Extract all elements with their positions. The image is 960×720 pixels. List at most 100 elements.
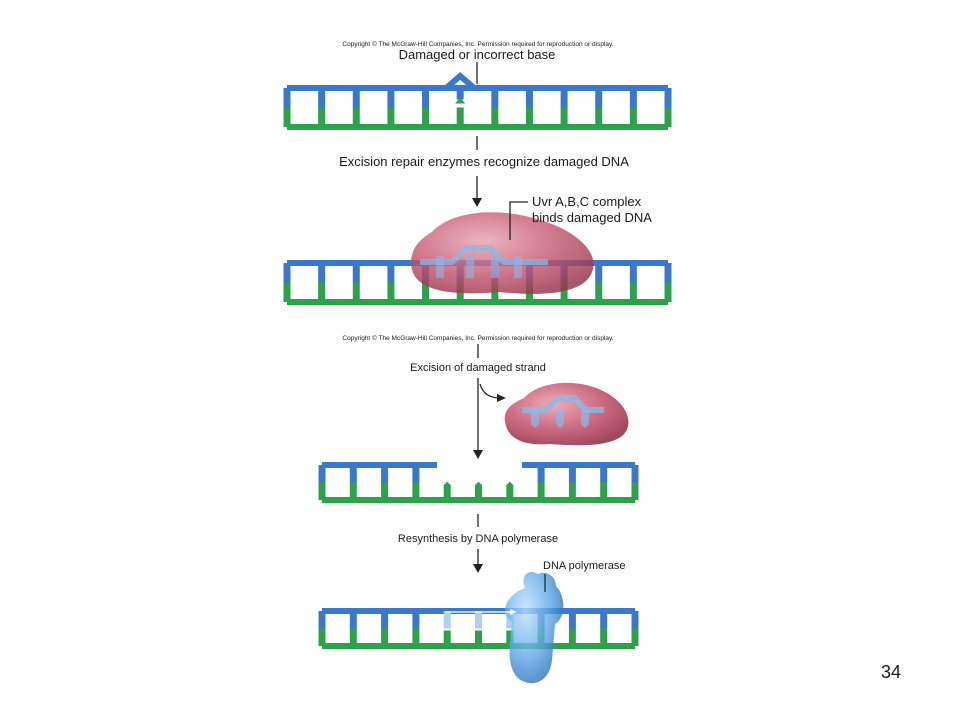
top-base — [318, 611, 326, 629]
dna-damaged — [283, 72, 672, 130]
bottom-base — [412, 482, 420, 500]
bottom-base — [318, 628, 326, 646]
arrow-head-3 — [473, 564, 483, 573]
bottom-base — [352, 107, 360, 127]
bottom-base — [595, 107, 603, 127]
bottom-base — [491, 107, 499, 127]
step-recognize-label: Excision repair enzymes recognize damage… — [339, 154, 629, 169]
bottom-base — [629, 107, 637, 127]
top-base — [381, 611, 389, 629]
arrow-head-2 — [473, 450, 483, 459]
excised-fragment — [522, 395, 604, 428]
dna-gapped — [318, 461, 639, 503]
top-base — [387, 88, 395, 108]
bottom-base — [456, 107, 464, 127]
top-base — [525, 88, 533, 108]
uvr-abc-complex — [411, 212, 594, 294]
top-base — [595, 263, 603, 283]
bottom-base — [318, 482, 326, 500]
top-base — [631, 465, 639, 483]
top-base — [283, 263, 291, 283]
exposed-base-notch — [443, 481, 451, 486]
lifted-base — [491, 256, 499, 278]
uvr-label-line2: binds damaged DNA — [532, 210, 652, 225]
top-base — [352, 88, 360, 108]
bottom-base — [318, 107, 326, 127]
uvr-label-line1: Uvr A,B,C complex — [532, 194, 642, 209]
bottom-base — [349, 482, 357, 500]
bottom-base — [631, 628, 639, 646]
bottom-base — [600, 628, 608, 646]
top-base — [629, 263, 637, 283]
top-base — [491, 88, 499, 108]
top-base — [412, 611, 420, 629]
top-base — [387, 263, 395, 283]
bottom-base — [349, 628, 357, 646]
top-base — [318, 465, 326, 483]
copyright-notice-bottom: Copyright © The McGraw-Hill Companies, I… — [342, 334, 613, 342]
bottom-base — [283, 107, 291, 127]
bottom-base — [381, 482, 389, 500]
uvr-pointer-line — [509, 201, 528, 240]
bottom-base — [443, 484, 451, 500]
bottom-base — [595, 282, 603, 302]
bottom-base — [318, 282, 326, 302]
damaged-segment-in-complex — [420, 245, 548, 278]
top-base — [283, 88, 291, 108]
top-base — [456, 88, 464, 100]
bottom-base — [412, 628, 420, 646]
bottom-base — [475, 484, 482, 500]
released-uvr-complex — [504, 382, 629, 446]
top-base — [475, 611, 482, 629]
bottom-base — [443, 630, 451, 646]
bottom-base — [283, 282, 291, 302]
lifted-base — [514, 256, 522, 278]
bottom-base — [664, 282, 672, 302]
bottom-backbone — [287, 299, 668, 305]
top-base — [349, 465, 357, 483]
bottom-base — [387, 282, 395, 302]
top-base — [381, 465, 389, 483]
top-base — [595, 88, 603, 108]
dna-polymerase — [505, 571, 564, 684]
page-number: 34 — [881, 662, 901, 682]
bottom-base — [560, 107, 568, 127]
bottom-base — [600, 482, 608, 500]
top-base — [568, 611, 576, 629]
dna-repaired — [318, 608, 639, 649]
damaged-base-label: Damaged or incorrect base — [399, 47, 556, 62]
lifted-base — [436, 256, 444, 278]
top-base — [560, 88, 568, 108]
copyright-notice-top: Copyright © The McGraw-Hill Companies, I… — [342, 40, 613, 48]
damaged-base-notch — [455, 97, 466, 104]
top-base — [422, 88, 430, 108]
arrow-head-1 — [472, 198, 482, 207]
top-backbone — [287, 85, 668, 91]
top-base — [318, 88, 326, 108]
top-base — [600, 611, 608, 629]
top-base — [629, 88, 637, 108]
lifted-base — [466, 256, 474, 278]
new-strand-arrow-head — [510, 609, 517, 615]
bottom-base — [664, 107, 672, 127]
top-base — [318, 263, 326, 283]
bottom-base — [525, 107, 533, 127]
bottom-base — [560, 282, 568, 302]
top-base — [631, 611, 639, 629]
lifted-backbone — [420, 245, 548, 265]
bottom-base — [568, 482, 576, 500]
top-base — [664, 88, 672, 108]
bottom-base — [506, 484, 514, 500]
exposed-base-notch — [475, 481, 482, 486]
bottom-base — [506, 630, 514, 646]
step-excision-label: Excision of damaged strand — [410, 362, 546, 374]
top-base — [600, 465, 608, 483]
excision-branch-arrow-head — [497, 394, 506, 402]
bottom-base — [475, 630, 482, 646]
step-resynthesis-label: Resynthesis by DNA polymerase — [398, 533, 558, 545]
bottom-base — [387, 107, 395, 127]
top-base — [352, 263, 360, 283]
top-base — [349, 611, 357, 629]
gap-mask — [437, 461, 522, 469]
